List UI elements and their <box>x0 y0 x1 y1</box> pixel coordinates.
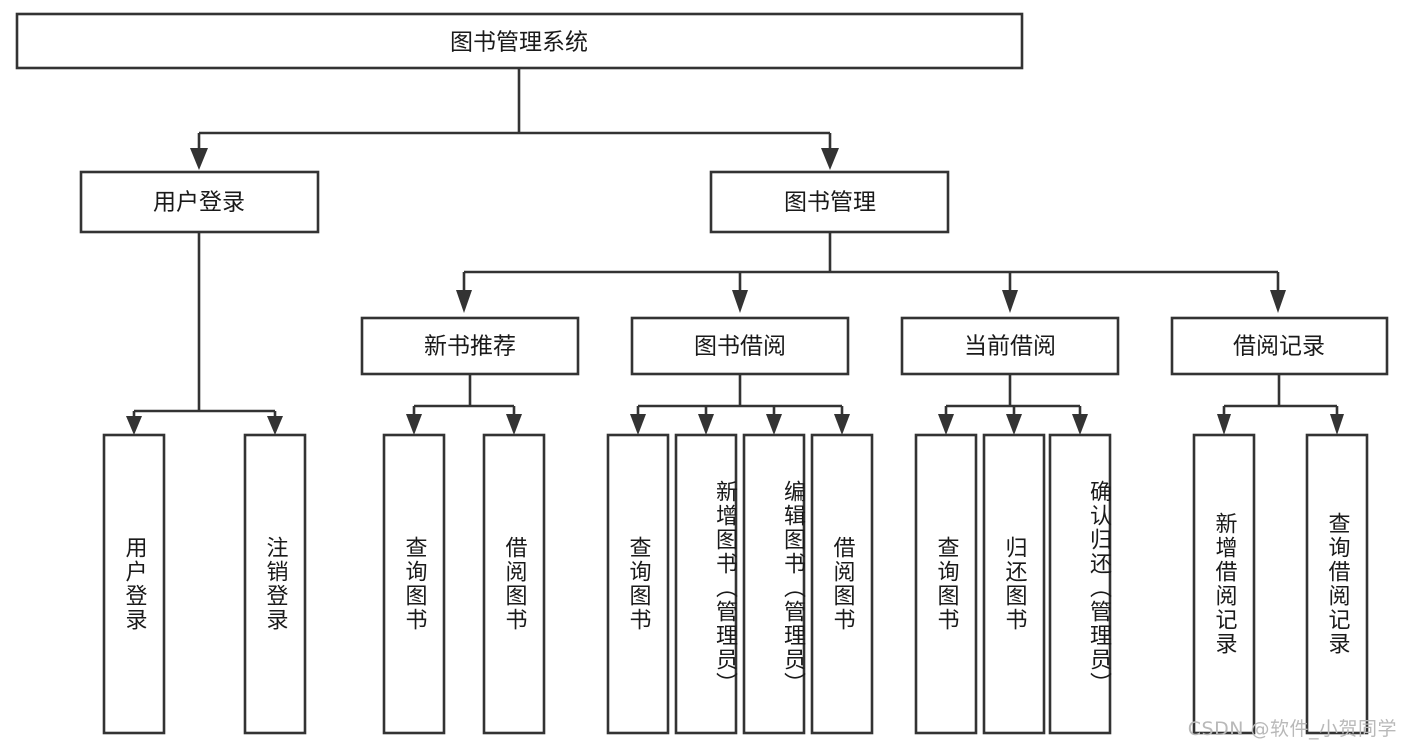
arrow-current-borrow-leaf-1 <box>938 414 954 435</box>
arrow-current-borrow-leaf-3 <box>1072 414 1088 435</box>
leaf-box-book-borrow-3[interactable] <box>742 433 806 735</box>
arrow-book-manage-to-book-borrow <box>732 290 748 313</box>
arrow-user-login-leaf-2 <box>267 416 283 435</box>
leaf-box-user-login-1[interactable] <box>102 433 166 735</box>
arrow-root-to-user-login <box>190 148 208 170</box>
arrow-current-borrow-leaf-2 <box>1006 414 1022 435</box>
watermark-text: CSDN @软件_小贺同学 <box>1187 718 1397 740</box>
arrow-book-borrow-leaf-1 <box>630 414 646 435</box>
leaf-box-book-borrow-4[interactable] <box>810 433 874 735</box>
leaf-box-new-book-1[interactable] <box>382 433 446 735</box>
node-borrow-record-label: 借阅记录 <box>1233 334 1325 360</box>
leaf-box-book-borrow-2[interactable] <box>674 433 738 735</box>
leaf-box-current-borrow-2[interactable] <box>982 433 1046 735</box>
leaf-box-book-borrow-1[interactable] <box>606 433 670 735</box>
arrow-new-book-leaf-1 <box>406 414 422 435</box>
leaf-box-new-book-2[interactable] <box>482 433 546 735</box>
leaf-box-user-login-2[interactable] <box>243 433 307 735</box>
arrow-user-login-leaf-1 <box>126 416 142 435</box>
node-book-borrow-box[interactable] <box>630 316 850 376</box>
arrow-borrow-record-leaf-2 <box>1330 414 1344 435</box>
node-borrow-record-box[interactable] <box>1170 316 1389 376</box>
node-new-book-recommend-box[interactable] <box>360 316 580 376</box>
arrow-book-manage-to-new-book <box>456 290 472 313</box>
arrow-book-manage-to-current-borrow <box>1002 290 1018 313</box>
arrow-book-borrow-leaf-4 <box>834 414 850 435</box>
arrow-root-to-book-manage <box>821 148 839 170</box>
node-user-login-label: 用户登录 <box>153 190 245 216</box>
node-book-manage-label: 图书管理 <box>784 190 876 216</box>
node-root-box[interactable] <box>15 12 1024 70</box>
node-root-label: 图书管理系统 <box>450 30 588 56</box>
arrow-book-manage-to-borrow-record <box>1270 290 1286 313</box>
leaf-box-current-borrow-3[interactable] <box>1048 433 1112 735</box>
arrow-new-book-leaf-2 <box>506 414 522 435</box>
node-book-manage-box[interactable] <box>709 170 950 234</box>
node-new-book-recommend-label: 新书推荐 <box>424 334 516 360</box>
leaf-box-current-borrow-1[interactable] <box>914 433 978 735</box>
arrow-book-borrow-leaf-2 <box>698 414 714 435</box>
arrow-book-borrow-leaf-3 <box>766 414 782 435</box>
arrow-borrow-record-leaf-1 <box>1217 414 1231 435</box>
leaf-box-borrow-record-2[interactable] <box>1305 433 1369 735</box>
node-current-borrow-box[interactable] <box>900 316 1120 376</box>
node-book-borrow-label: 图书借阅 <box>694 334 786 360</box>
node-current-borrow-label: 当前借阅 <box>964 334 1056 360</box>
leaf-box-borrow-record-1[interactable] <box>1192 433 1256 735</box>
